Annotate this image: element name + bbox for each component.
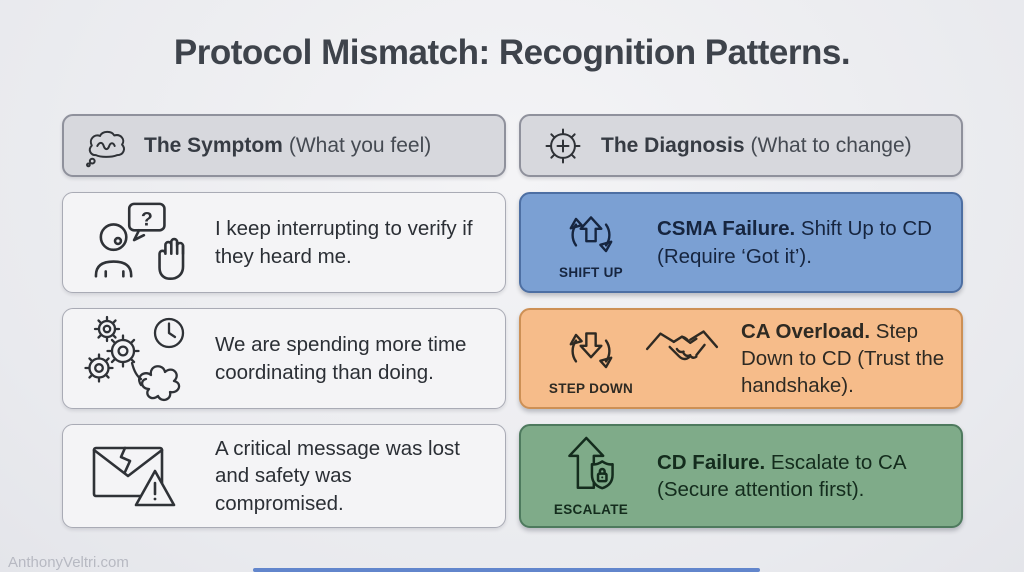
symptom-card-coordinating: We are spending more time coordinating t… [62, 308, 506, 409]
diagnosis-text: CSMA Failure. Shift Up to CD (Require ‘G… [657, 215, 961, 269]
diagnosis-header-note: (What to change) [750, 133, 912, 157]
cycle-down-arrow-icon [561, 322, 621, 380]
svg-text:?: ? [141, 208, 153, 230]
symptom-header-text: The Symptom(What you feel) [144, 134, 431, 158]
diagnosis-card-csma-failure: SHIFT UP CSMA Failure. Shift Up to CD (R… [519, 192, 963, 293]
diagnosis-bold: CA Overload. [741, 319, 871, 343]
escalate-shield-lock-icon [561, 435, 621, 501]
diagnosis-header-bold: The Diagnosis [601, 133, 745, 157]
comparison-grid: The Symptom(What you feel) The Diagnosis… [62, 114, 963, 528]
person-question-raised-hand-icon: ? [63, 198, 215, 288]
symptom-card-message-lost: A critical message was lost and safety w… [62, 424, 506, 528]
diagnosis-rest: Step Down to CD (Trust the handshake). [741, 319, 945, 398]
broken-envelope-warning-icon [63, 435, 215, 517]
symptom-header-note: (What you feel) [288, 133, 432, 157]
page-title: Protocol Mismatch: Recognition Patterns. [173, 33, 851, 72]
diagnosis-icon-zone: SHIFT UP [541, 206, 641, 280]
cycle-up-arrow-icon [561, 206, 621, 264]
diagnosis-card-cd-failure: ESCALATE CD Failure. Escalate to CA (Sec… [519, 424, 963, 528]
symptom-text: I keep interrupting to verify if they he… [215, 217, 473, 268]
diagnosis-column-header: The Diagnosis(What to change) [519, 114, 963, 177]
thought-cloud-icon [84, 124, 128, 168]
symptom-text: A critical message was lost and safety w… [215, 437, 460, 515]
diagnosis-rest: Shift Up to CD (Require ‘Got it’). [657, 217, 932, 268]
gear-plus-icon [541, 124, 585, 168]
handshake-icon [643, 322, 721, 376]
symptom-card-interrupting: ? I keep interrupting to verify if they … [62, 192, 506, 293]
escalate-badge: ESCALATE [553, 502, 629, 517]
diagnosis-bold: CSMA Failure. [657, 217, 796, 241]
symptom-header-bold: The Symptom [144, 133, 283, 157]
shift-up-badge: SHIFT UP [559, 264, 623, 280]
watermark: AnthonyVeltri.com [8, 554, 129, 571]
symptom-column-header: The Symptom(What you feel) [62, 114, 506, 177]
diagnosis-text: CA Overload. Step Down to CD (Trust the … [741, 318, 961, 399]
diagnosis-text: CD Failure. Escalate to CA (Secure atten… [657, 449, 961, 503]
diagnosis-icon-zone: STEP DOWN [541, 322, 725, 396]
diagnosis-rest: Escalate to CA (Secure attention first). [657, 450, 906, 501]
diagnosis-bold: CD Failure. [657, 450, 766, 474]
step-down-badge: STEP DOWN [548, 380, 634, 396]
diagnosis-icon-zone: ESCALATE [541, 435, 641, 517]
diagnosis-header-text: The Diagnosis(What to change) [601, 134, 912, 158]
gears-clock-tangle-icon [63, 313, 215, 405]
diagnosis-card-ca-overload: STEP DOWN CA Overload. Step Down to CD [519, 308, 963, 409]
symptom-text: We are spending more time coordinating t… [215, 333, 467, 384]
bottom-accent-bar [253, 568, 760, 572]
